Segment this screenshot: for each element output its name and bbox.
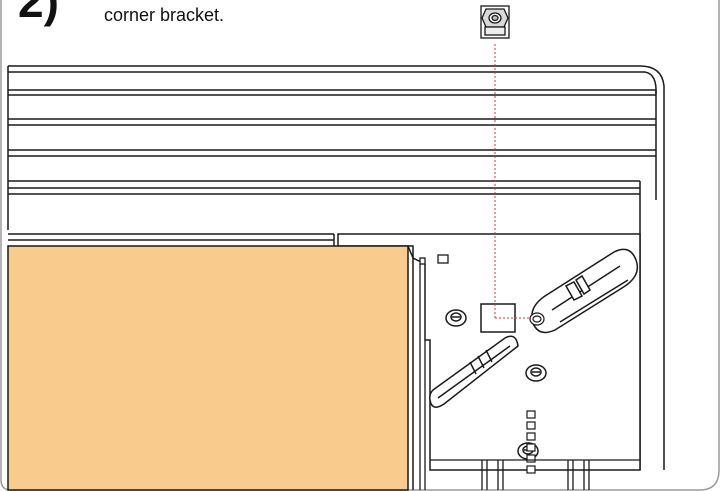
wedge-block-icon <box>531 248 639 334</box>
step-number: 2) <box>18 0 59 27</box>
screw-icon-2 <box>525 364 547 382</box>
step-instruction-text: corner bracket. <box>104 5 225 25</box>
guide-line <box>494 44 531 319</box>
square-slot <box>480 303 516 333</box>
wedge-block-icon-lower <box>429 335 519 408</box>
threaded-hole <box>529 312 545 326</box>
bottom-rails <box>430 459 640 490</box>
vertical-square-column <box>526 410 536 474</box>
curtain-panel <box>7 245 409 491</box>
screw-icon <box>445 309 467 327</box>
nut-icon <box>480 5 510 39</box>
panel-top-rail <box>8 233 335 246</box>
top-rail <box>8 65 665 470</box>
marker-squares <box>419 254 449 265</box>
